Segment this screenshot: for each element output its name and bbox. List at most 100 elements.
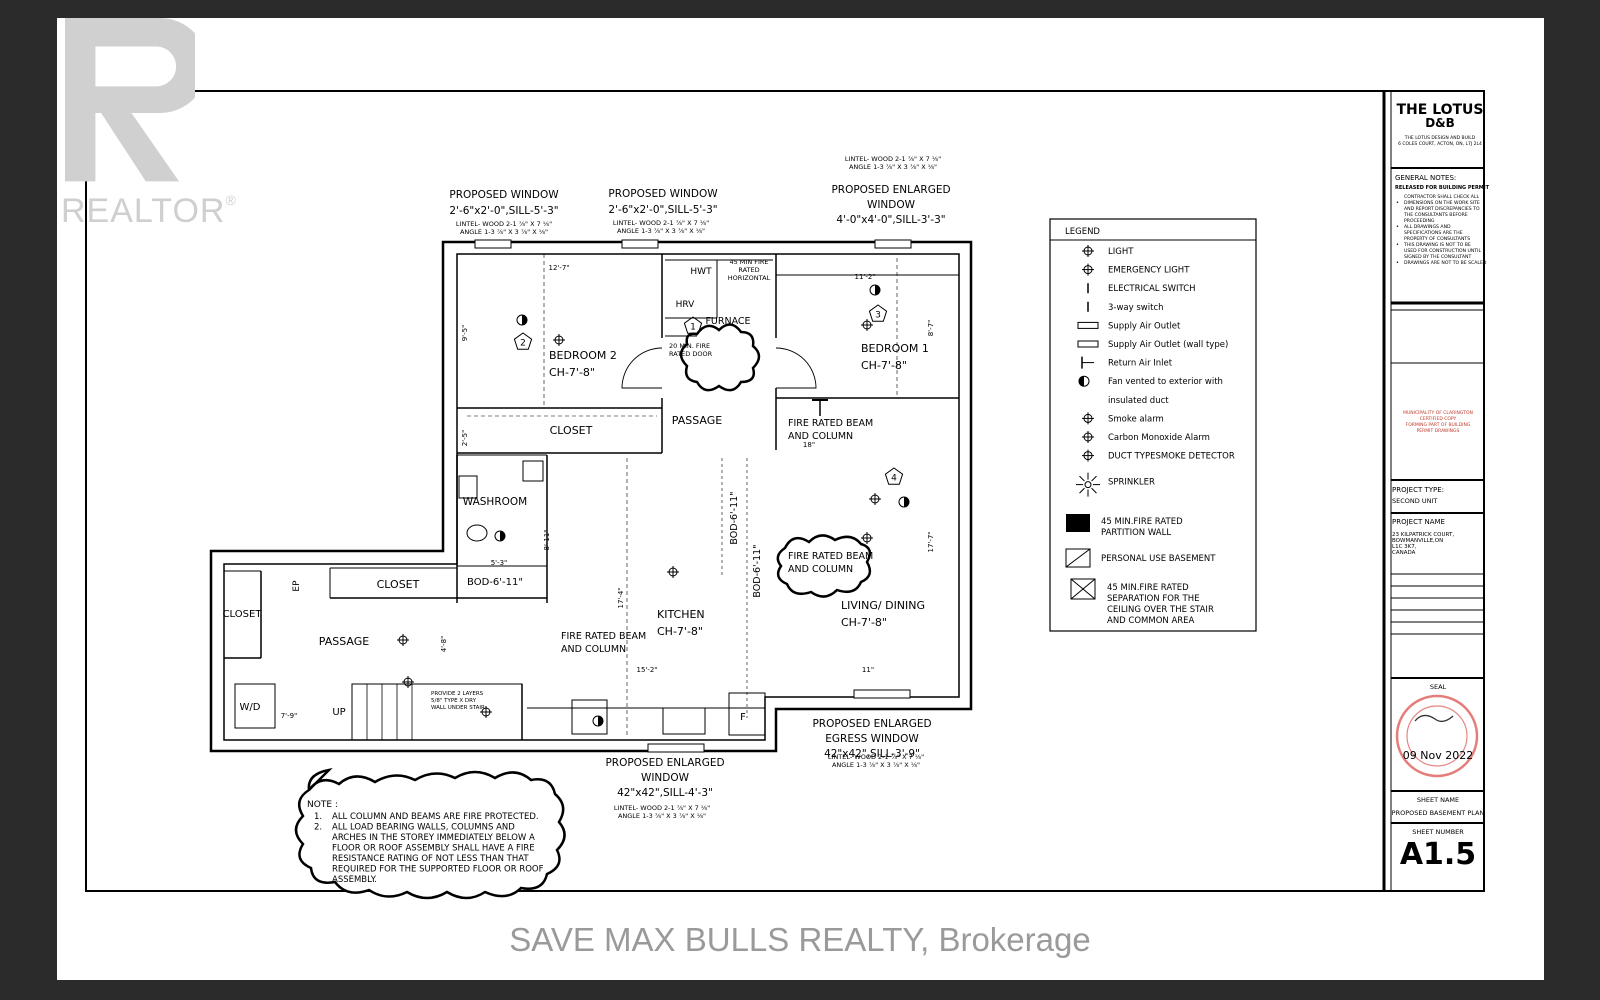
revision-table: [1391, 573, 1484, 635]
legend-separation-1: 45 MIN.FIRE RATED: [1107, 583, 1189, 593]
legend-personal-use: PERSONAL USE BASEMENT: [1101, 554, 1216, 564]
stair-wall-note: PROVIDE 2 LAYERS: [431, 691, 484, 697]
light-icon: [667, 566, 679, 578]
smoke-alarm-icon: [1082, 412, 1094, 425]
svg-text:PERMIT DRAWINGS: PERMIT DRAWINGS: [1417, 428, 1460, 434]
general-note-line: DIMENSIONS ON THE WORK SITE: [1404, 200, 1480, 206]
room-label-living-dining: CH-7'-8": [841, 616, 887, 629]
realtor-logo: REALTOR®: [57, 18, 247, 238]
project-type: SECOND UNIT: [1392, 497, 1437, 505]
seal-date: 09 Nov 2022: [1403, 749, 1473, 762]
floor-plan-drawing: THE LOTUS D&B THE LOTUS DESIGN AND BUILD…: [85, 90, 1490, 900]
dimension-label: 2'-5": [461, 430, 469, 447]
fire-wall-swatch: [1066, 514, 1090, 532]
note-bullet: •: [1396, 242, 1399, 248]
note-number: 1.: [314, 812, 322, 822]
room-label-closet: CLOSET: [223, 609, 263, 620]
light-icon: [861, 319, 873, 331]
legend-separation-4: AND COMMON AREA: [1107, 616, 1195, 626]
legend-label: DUCT TYPESMOKE DETECTOR: [1108, 452, 1235, 462]
dimension-label: 15'-2": [636, 666, 657, 674]
general-note-line: THE CONSULTANTS BEFORE: [1403, 212, 1468, 218]
fire-beam-label: AND COLUMN: [788, 564, 853, 575]
stair-wall-note: 5/8" TYPE X DRY: [431, 698, 477, 704]
legend-label: 3-way switch: [1108, 303, 1164, 313]
room-label-bedroom-2: BEDROOM 2: [549, 349, 617, 362]
legend-label: SPRINKLER: [1108, 478, 1155, 488]
window-1-lintel: LINTEL- WOOD 2-1 ⅞" X 7 ⅛": [456, 220, 552, 228]
furnace-label: FURNACE: [705, 316, 750, 327]
light-icon: [402, 676, 414, 688]
room-label-bedroom-2: CH-7'-8": [549, 366, 595, 379]
note-text: ASSEMBLY.: [332, 875, 377, 885]
legend-label: Supply Air Outlet: [1108, 321, 1181, 331]
room-label-washroom: WASHROOM: [463, 496, 527, 508]
dimension-label: 9'-5": [461, 325, 469, 342]
room-label-closet: CLOSET: [377, 578, 420, 591]
window-1-label: 2'-6"x2'-0",SILL-5'-3": [449, 205, 558, 217]
room-label-bedroom-1: BEDROOM 1: [861, 342, 929, 355]
fire-beam-label: FIRE RATED BEAM: [788, 551, 873, 562]
room-label-closet: CLOSET: [550, 424, 593, 437]
window-5-lintel: ANGLE 1-3 ⅞" X 3 ⅞" X ⅛": [618, 812, 706, 820]
room-tag-number: 3: [875, 311, 881, 321]
general-note-line: SPECIFICATIONS ARE THE: [1404, 230, 1463, 236]
legend-label: Carbon Monoxide Alarm: [1108, 433, 1210, 443]
room-tag-number: 2: [520, 339, 526, 349]
room-tag: [513, 332, 533, 350]
window-5-label: PROPOSED ENLARGED: [605, 757, 724, 769]
general-note-line: ALL DRAWINGS AND: [1404, 224, 1451, 230]
dimension-label: 11": [862, 666, 874, 674]
dimension-label: 7'-9": [281, 712, 298, 720]
smoke-alarm-icon: [494, 530, 506, 542]
fire-beam-label: AND COLUMN: [788, 431, 853, 442]
window-3-label: PROPOSED ENLARGED: [831, 184, 950, 196]
general-note-line: PROCEEDING: [1404, 218, 1435, 224]
fire-door-note: 20 MIN. FIRE: [669, 342, 710, 350]
personal-use-swatch: [1065, 548, 1091, 568]
return-air-inlet-icon: [1081, 356, 1094, 369]
window-1-label: PROPOSED WINDOW: [449, 189, 559, 201]
project-address-1: 23 KILPATRICK COURT,: [1392, 532, 1454, 538]
company-address: 6 COLES COURT, ACTON, ON, L7J 2L4: [1398, 141, 1482, 147]
dimension-label: 8'-11": [543, 529, 551, 550]
sheet-name-label: SHEET NAME: [1417, 796, 1459, 804]
general-note-line: SIGNED BY THE CONSULTANT: [1404, 254, 1471, 260]
note-text: ALL LOAD BEARING WALLS, COLUMNS AND: [332, 823, 515, 833]
legend-separation-2: SEPARATION FOR THE: [1107, 594, 1199, 604]
general-note-line: THIS DRAWING IS NOT TO BE: [1403, 242, 1471, 248]
walls: [209, 240, 973, 753]
bod-label: BOD-6'-11": [752, 544, 763, 597]
room-label-kitchen: CH-7'-8": [657, 625, 703, 638]
room-tag: [884, 467, 904, 485]
washer-dryer-label: W/D: [240, 702, 261, 713]
window-4-label: EGRESS WINDOW: [825, 733, 919, 745]
duct-smoke-detector-icon: [1082, 449, 1094, 462]
company-abbr: D&B: [1425, 116, 1455, 130]
light-icon: [397, 634, 409, 646]
legend-label: Return Air Inlet: [1108, 359, 1173, 369]
note-number: 2.: [314, 823, 322, 833]
light-icon: [1082, 245, 1094, 257]
note-text: RESISTANCE RATING OF NOT LESS THAN THAT: [332, 854, 529, 864]
fridge-label: F: [740, 712, 746, 723]
co-alarm-icon: [1082, 431, 1094, 443]
general-note-line: CONTRACTOR SHALL CHECK ALL: [1404, 194, 1479, 200]
emergency-light-icon: [1082, 263, 1094, 276]
general-notes-title: GENERAL NOTES:: [1395, 174, 1456, 182]
sheet-name: PROPOSED BASEMENT PLAN: [1392, 809, 1485, 817]
fire-rated-note: 45 MIN FIRE: [729, 258, 768, 266]
revision-clouds: [679, 323, 872, 598]
drawing-sheet: THE LOTUS D&B THE LOTUS DESIGN AND BUILD…: [57, 18, 1544, 980]
window-4-lintel: ANGLE 1-3 ⅞" X 3 ⅞" X ⅛": [832, 761, 920, 769]
window-2-label: 2'-6"x2'-0",SILL-5'-3": [608, 204, 717, 216]
hrv-label: HRV: [676, 300, 696, 310]
hwt-label: HWT: [690, 267, 712, 277]
window-5-label: 42"x42",SILL-4'-3": [617, 787, 713, 799]
sheet-number: A1.5: [1400, 837, 1476, 872]
project-address-4: CANADA: [1392, 550, 1416, 556]
supply-air-outlet-icon: [1077, 321, 1099, 329]
legend-label: LIGHT: [1108, 247, 1134, 257]
